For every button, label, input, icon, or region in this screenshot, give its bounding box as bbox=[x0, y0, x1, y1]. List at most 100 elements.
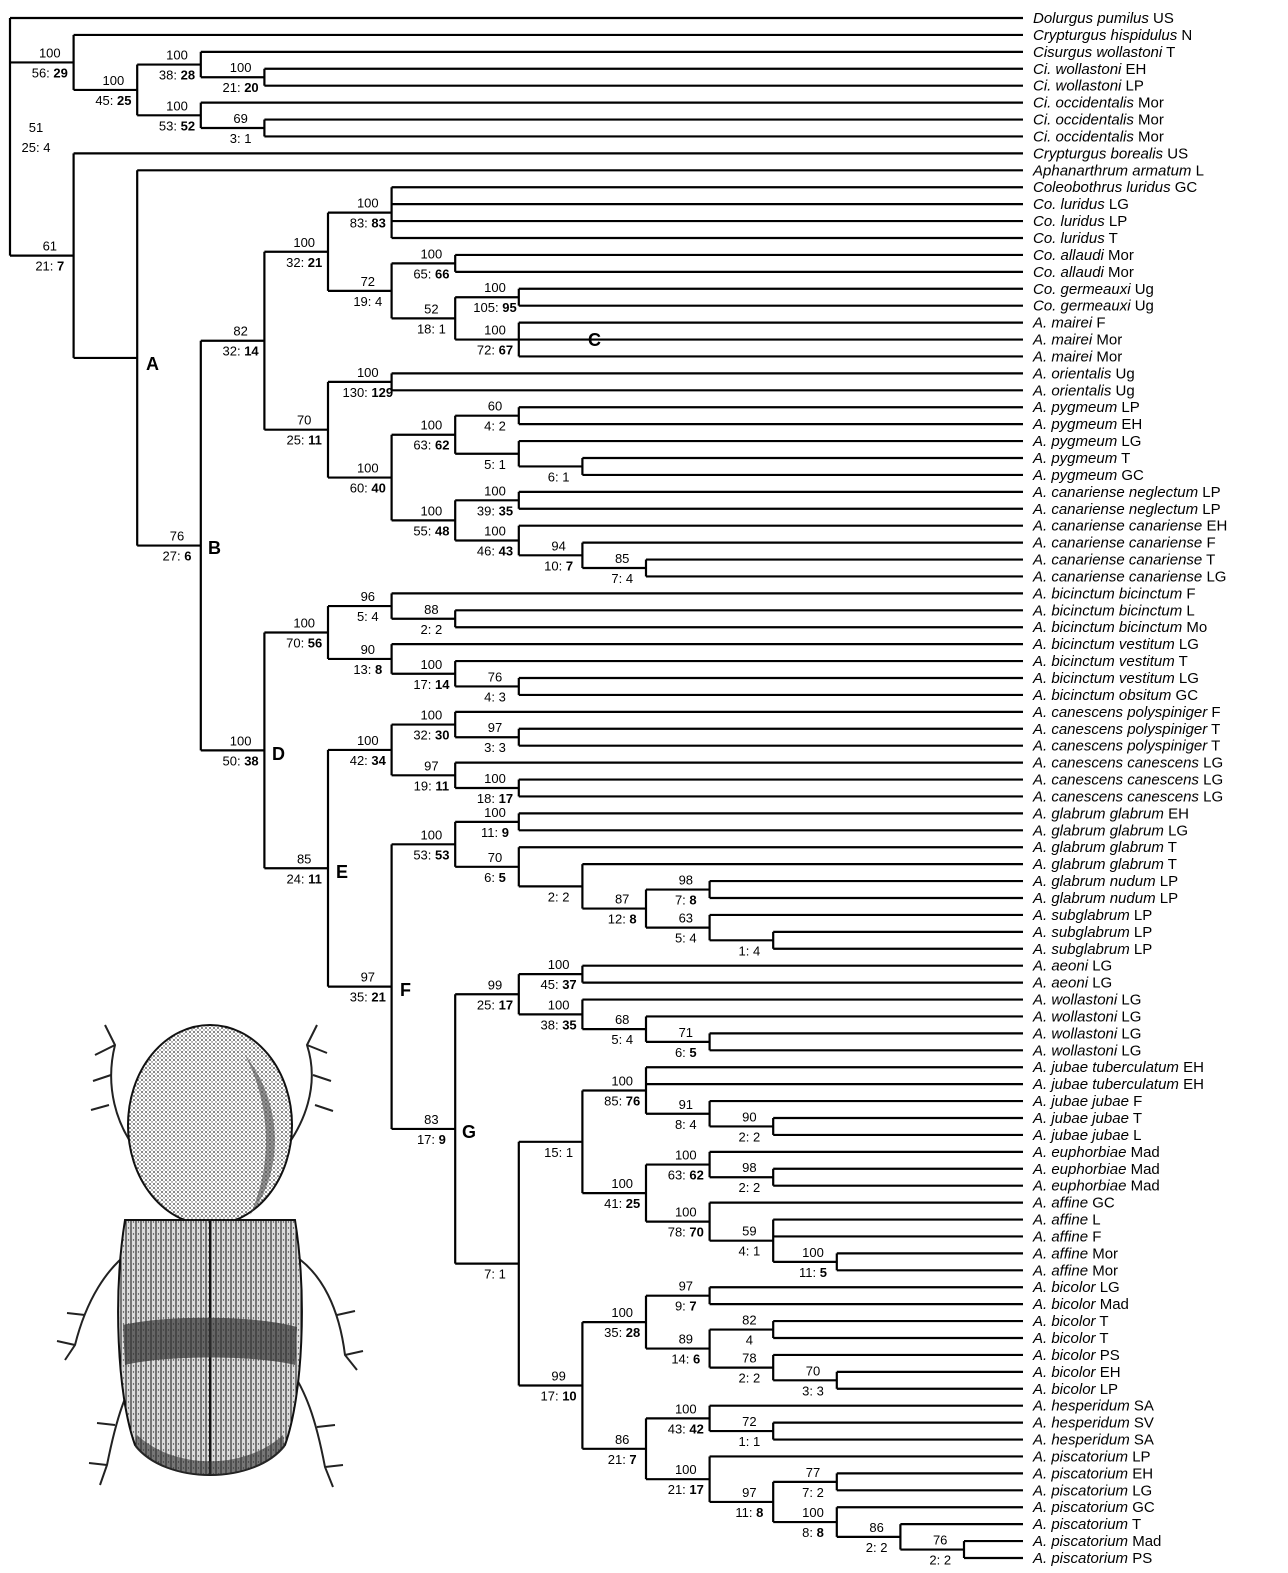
decay-label: 78: 70 bbox=[668, 1225, 704, 1240]
clade-label-d: D bbox=[272, 744, 285, 764]
bootstrap-label: 100 bbox=[357, 461, 379, 476]
bootstrap-label: 86 bbox=[615, 1432, 629, 1447]
taxon-label: A. affine L bbox=[1032, 1212, 1101, 1229]
taxon-label: A. canariense neglectum LP bbox=[1032, 501, 1221, 518]
bootstrap-label: 100 bbox=[166, 48, 188, 63]
bootstrap-label: 94 bbox=[551, 538, 565, 553]
bootstrap-label: 100 bbox=[548, 997, 570, 1012]
bootstrap-label: 97 bbox=[424, 758, 438, 773]
taxon-label: A. affine Mor bbox=[1032, 1262, 1118, 1279]
bark-beetle-drawing bbox=[45, 1015, 375, 1505]
bootstrap-label: 100 bbox=[421, 657, 443, 672]
decay-label: 25: 4 bbox=[22, 140, 51, 155]
decay-label: 41: 25 bbox=[604, 1196, 640, 1211]
bootstrap-label: 100 bbox=[357, 365, 379, 380]
bootstrap-label: 77 bbox=[806, 1465, 820, 1480]
decay-label: 3: 3 bbox=[802, 1383, 824, 1398]
bootstrap-label: 100 bbox=[484, 771, 506, 786]
bootstrap-label: 98 bbox=[679, 873, 693, 888]
decay-label: 19: 11 bbox=[414, 778, 449, 793]
decay-label: 43: 42 bbox=[668, 1421, 704, 1436]
decay-label: 4: 3 bbox=[484, 689, 506, 704]
taxon-label: A. euphorbiae Mad bbox=[1032, 1144, 1160, 1161]
taxon-label: A. glabrum glabrum LG bbox=[1032, 822, 1188, 839]
taxon-label: A. jubae jubae L bbox=[1032, 1127, 1141, 1144]
taxon-label: A. mairei F bbox=[1032, 315, 1106, 332]
decay-label: 19: 4 bbox=[353, 294, 382, 309]
taxon-label: A. piscatorium Mad bbox=[1032, 1533, 1161, 1550]
clade-label-e: E bbox=[336, 862, 348, 882]
taxon-label: Co. germeauxi Ug bbox=[1033, 281, 1154, 298]
decay-label: 12: 8 bbox=[608, 912, 637, 927]
taxon-label: A. bicinctum vestitum LG bbox=[1032, 670, 1199, 687]
decay-label: 2: 2 bbox=[739, 1129, 761, 1144]
bootstrap-label: 70 bbox=[297, 413, 311, 428]
decay-label: 21: 17 bbox=[668, 1482, 704, 1497]
taxon-label: A. hesperidum SA bbox=[1032, 1398, 1154, 1415]
bootstrap-label: 100 bbox=[611, 1176, 633, 1191]
bootstrap-label: 100 bbox=[484, 805, 506, 820]
bootstrap-label: 97 bbox=[742, 1485, 756, 1500]
bootstrap-label: 88 bbox=[424, 602, 438, 617]
decay-label: 17: 9 bbox=[417, 1132, 446, 1147]
clade-label-c: C bbox=[588, 330, 601, 350]
clade-label-f: F bbox=[400, 980, 411, 1000]
taxon-label: A. bicolor LG bbox=[1032, 1279, 1120, 1296]
decay-label: 35: 28 bbox=[604, 1325, 640, 1340]
bootstrap-label: 100 bbox=[421, 827, 443, 842]
bootstrap-label: 76 bbox=[933, 1533, 947, 1548]
decay-label: 32: 14 bbox=[223, 344, 260, 359]
taxon-label: A. bicolor PS bbox=[1032, 1347, 1120, 1364]
decay-label: 32: 30 bbox=[413, 728, 449, 743]
decay-label: 7: 1 bbox=[484, 1267, 506, 1282]
decay-label: 5: 4 bbox=[675, 931, 697, 946]
decay-label: 24: 11 bbox=[286, 871, 321, 886]
bootstrap-label: 89 bbox=[679, 1332, 693, 1347]
taxon-label: A. jubae jubae T bbox=[1032, 1110, 1142, 1127]
bootstrap-label: 72 bbox=[361, 274, 375, 289]
taxon-label: A. hesperidum SA bbox=[1032, 1432, 1154, 1449]
taxon-label: A. bicolor T bbox=[1032, 1313, 1109, 1330]
decay-label: 8: 8 bbox=[802, 1525, 824, 1540]
taxon-label: A. euphorbiae Mad bbox=[1032, 1178, 1160, 1195]
bootstrap-label: 86 bbox=[869, 1520, 883, 1535]
bootstrap-label: 72 bbox=[742, 1414, 756, 1429]
bootstrap-label: 87 bbox=[615, 892, 629, 907]
decay-label: 11: 8 bbox=[735, 1505, 763, 1520]
decay-label: 15: 1 bbox=[544, 1145, 573, 1160]
bootstrap-label: 100 bbox=[484, 524, 506, 539]
decay-label: 27: 6 bbox=[163, 549, 192, 564]
decay-label: 2: 2 bbox=[866, 1540, 888, 1555]
taxon-label: Aphanarthrum armatum L bbox=[1032, 162, 1204, 179]
decay-label: 45: 25 bbox=[95, 93, 131, 108]
bootstrap-label: 98 bbox=[742, 1160, 756, 1175]
bootstrap-label: 59 bbox=[742, 1224, 756, 1239]
taxon-label: A. canescens canescens LG bbox=[1032, 772, 1223, 789]
taxon-label: A. aeoni LG bbox=[1032, 975, 1112, 992]
bootstrap-label: 100 bbox=[421, 246, 443, 261]
bootstrap-label: 100 bbox=[484, 483, 506, 498]
taxon-label: A. canescens canescens LG bbox=[1032, 788, 1223, 805]
taxon-label: Co. allaudi Mor bbox=[1033, 247, 1134, 264]
bootstrap-label: 97 bbox=[488, 720, 502, 735]
bootstrap-label: 51 bbox=[29, 120, 43, 135]
decay-label: 65: 66 bbox=[413, 266, 449, 281]
taxon-labels: Dolurgus pumilus USCrypturgus hispidulus… bbox=[1032, 10, 1227, 1567]
taxon-label: A. piscatorium LG bbox=[1032, 1482, 1152, 1499]
bootstrap-label: 100 bbox=[675, 1401, 697, 1416]
decay-label: 1: 4 bbox=[739, 943, 761, 958]
bootstrap-label: 63 bbox=[679, 911, 693, 926]
taxon-label: A. bicolor T bbox=[1032, 1330, 1109, 1347]
taxon-label: Ci. wollastoni LP bbox=[1033, 78, 1144, 95]
decay-label: 25: 17 bbox=[477, 997, 513, 1012]
decay-label: 63: 62 bbox=[413, 438, 449, 453]
taxon-label: A. bicinctum vestitum LG bbox=[1032, 636, 1199, 653]
taxon-label: A. pygmeum LP bbox=[1032, 399, 1140, 416]
bootstrap-label: 99 bbox=[488, 977, 502, 992]
taxon-label: A. glabrum glabrum EH bbox=[1032, 805, 1189, 822]
decay-label: 6: 5 bbox=[484, 870, 506, 885]
bootstrap-label: 100 bbox=[548, 957, 570, 972]
taxon-label: A. jubae tuberculatum EH bbox=[1032, 1076, 1204, 1093]
bootstrap-label: 82 bbox=[742, 1313, 756, 1328]
decay-label: 38: 28 bbox=[159, 68, 195, 83]
